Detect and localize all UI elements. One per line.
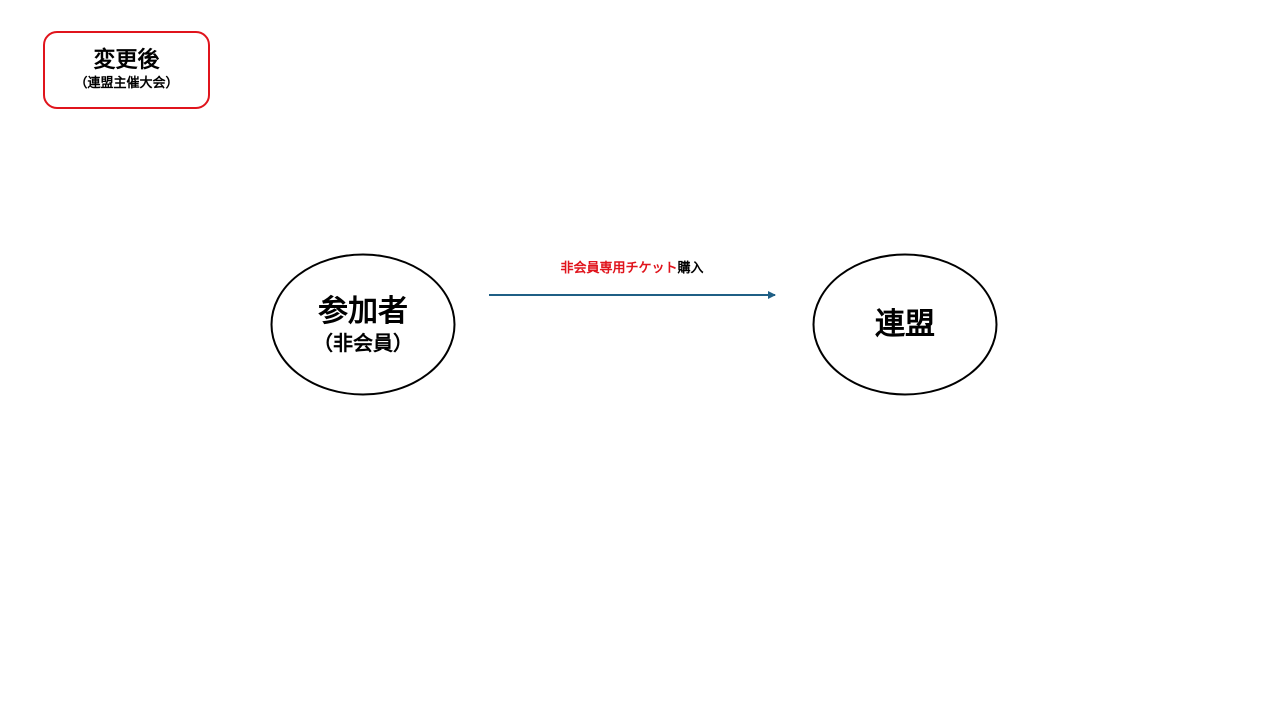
edge-label: 非会員専用チケット購入: [488, 259, 776, 279]
participant-node: 参加者 （非会員）: [272, 255, 454, 394]
federation-node-title: 連盟: [875, 306, 935, 342]
edge-label-rest: 購入: [677, 261, 704, 276]
edge-label-highlight: 非会員専用チケット: [560, 261, 678, 276]
badge-title: 変更後: [93, 48, 160, 73]
participant-node-shape: [270, 253, 456, 396]
badge-subtitle: （連盟主催大会）: [74, 76, 179, 91]
participant-node-subtitle: （非会員）: [313, 330, 413, 355]
status-badge: 変更後 （連盟主催大会）: [43, 31, 210, 109]
federation-node: 連盟: [814, 255, 996, 394]
federation-node-shape: [812, 253, 998, 396]
participant-node-title: 参加者: [318, 293, 408, 329]
